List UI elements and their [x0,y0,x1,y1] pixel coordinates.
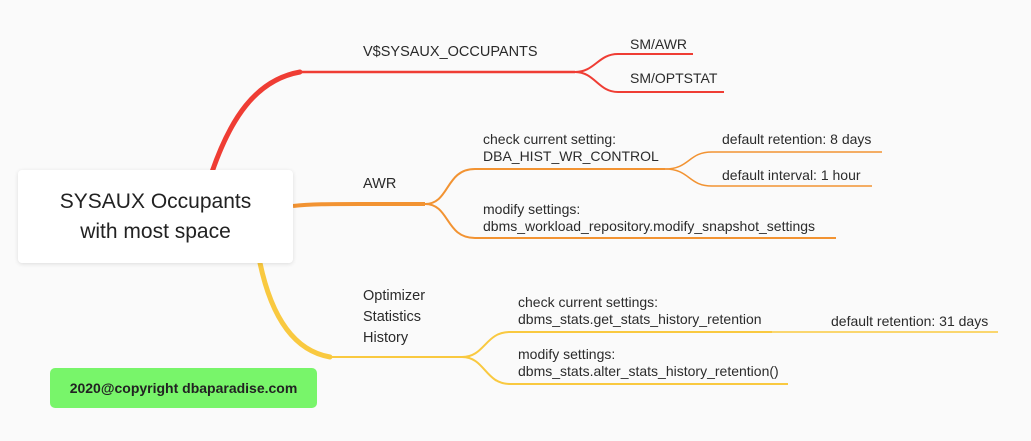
edge-check-interval [664,168,872,187]
node-optimizer-statistics-history[interactable]: Optimizer Statistics History [363,286,425,349]
node-sm-awr[interactable]: SM/AWR [630,36,688,52]
node-awr[interactable]: AWR [363,176,397,192]
edge-awr-check [424,168,665,205]
awr-check-line2: DBA_HIST_WR_CONTROL [483,148,659,164]
root-node[interactable]: SYSAUX Occupants with most space [18,170,293,263]
optimizer-line3: History [363,330,409,346]
node-optimizer-default-retention[interactable]: default retention: 31 days [831,313,989,329]
edge-opt-modify [461,356,788,385]
optimizer-line1: Optimizer [363,288,426,304]
node-sm-optstat[interactable]: SM/OPTSTAT [630,70,718,86]
edge-root-optimizer [257,260,333,360]
optimizer-modify-line2: dbms_stats.alter_stats_history_retention… [518,363,779,379]
awr-check-line1: check current setting: [483,131,617,147]
edge-opt-check [461,331,772,358]
root-title-line2: with most space [80,219,231,243]
node-awr-default-interval[interactable]: default interval: 1 hour [722,167,861,183]
edge-vsysaux-smoptstat [574,71,724,93]
edge-awr-modify [424,203,836,239]
awr-modify-line1: modify settings: [483,201,581,217]
optimizer-check-line1: check current settings: [518,294,659,310]
optimizer-modify-line1: modify settings: [518,346,616,362]
edge-root-vsysaux [209,69,303,175]
awr-modify-line2: dbms_workload_repository.modify_snapshot… [483,218,816,234]
node-optimizer-check[interactable]: check current settings: dbms_stats.get_s… [518,294,762,328]
optimizer-check-line2: dbms_stats.get_stats_history_retention [518,311,762,327]
edge-root-awr [292,202,425,208]
copyright-text: 2020@copyright dbaparadise.com [69,380,298,396]
node-optimizer-modify[interactable]: modify settings: dbms_stats.alter_stats_… [518,346,779,380]
node-awr-default-retention[interactable]: default retention: 8 days [722,131,872,147]
node-awr-check[interactable]: check current setting: DBA_HIST_WR_CONTR… [483,131,659,165]
node-awr-modify[interactable]: modify settings: dbms_workload_repositor… [483,201,815,235]
root-title-line1: SYSAUX Occupants [59,189,252,213]
edge-check-retention [664,151,882,170]
copyright-badge[interactable]: 2020@copyright dbaparadise.com [50,368,317,408]
node-vsysaux-occupants[interactable]: V$SYSAUX_OCCUPANTS [363,44,538,60]
edge-vsysaux-smawr [574,53,693,73]
optimizer-line2: Statistics [363,309,422,325]
